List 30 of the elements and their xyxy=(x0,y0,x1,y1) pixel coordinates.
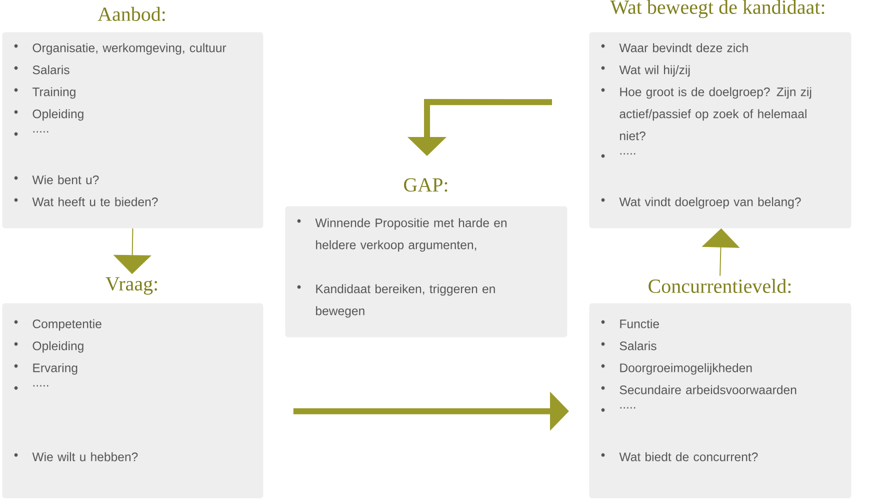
bullet-item: Winnende Propositie met harde en heldere verkoop argumenten, xyxy=(297,218,506,252)
bullet-item: Secundaire arbeidsvoorwaarden xyxy=(601,385,796,394)
bullet-item: Wie wilt u hebben? xyxy=(14,452,138,462)
bullet-item: Functie xyxy=(601,319,659,328)
bullet-item: Opleiding xyxy=(14,109,84,121)
bullet-item: Kandidaat bereiken, triggeren en bewegen xyxy=(297,284,495,318)
bullet-item: Doorgroeimogelijkheden xyxy=(601,363,752,375)
bullet-item: Wat wil hij/zij xyxy=(601,65,690,77)
bullet-item: Salaris xyxy=(14,65,70,74)
section-heading: GAP: xyxy=(404,178,448,192)
bullet-item: Waar bevindt deze zich xyxy=(601,43,748,52)
bullet-item: ..... xyxy=(601,407,636,412)
bullet-item: ..... xyxy=(14,131,48,136)
bullet-item: Salaris xyxy=(601,341,656,350)
bullet-item: Competentie xyxy=(14,319,102,331)
bullet-item: Wat vindt doelgroep van belang? xyxy=(601,197,801,209)
section-heading: Concurrentieveld: xyxy=(648,278,791,294)
bullet-item: Hoe groot is de doelgroep? Zijn zij actief/passief op zoek of helemaal niet? xyxy=(601,87,812,140)
bullet-item: Training xyxy=(14,87,76,99)
section-heading: Vraag: xyxy=(106,277,157,295)
bullet-item: ..... xyxy=(601,153,636,158)
bullet-item: Opleiding xyxy=(14,341,84,353)
bullet-item: Wat biedt de concurrent? xyxy=(601,452,758,462)
section-heading: Wat beweegt de kandidaat: xyxy=(610,0,824,18)
bullet-item: Organisatie, werkomgeving, cultuur xyxy=(14,43,226,55)
section-heading: Aanbod: xyxy=(98,6,165,22)
bullet-item: Wie bent u? xyxy=(14,175,99,184)
bullet-item: Ervaring xyxy=(14,363,78,375)
bullet-item: ..... xyxy=(14,385,48,390)
bullet-item: Wat heeft u te bieden? xyxy=(14,197,158,206)
